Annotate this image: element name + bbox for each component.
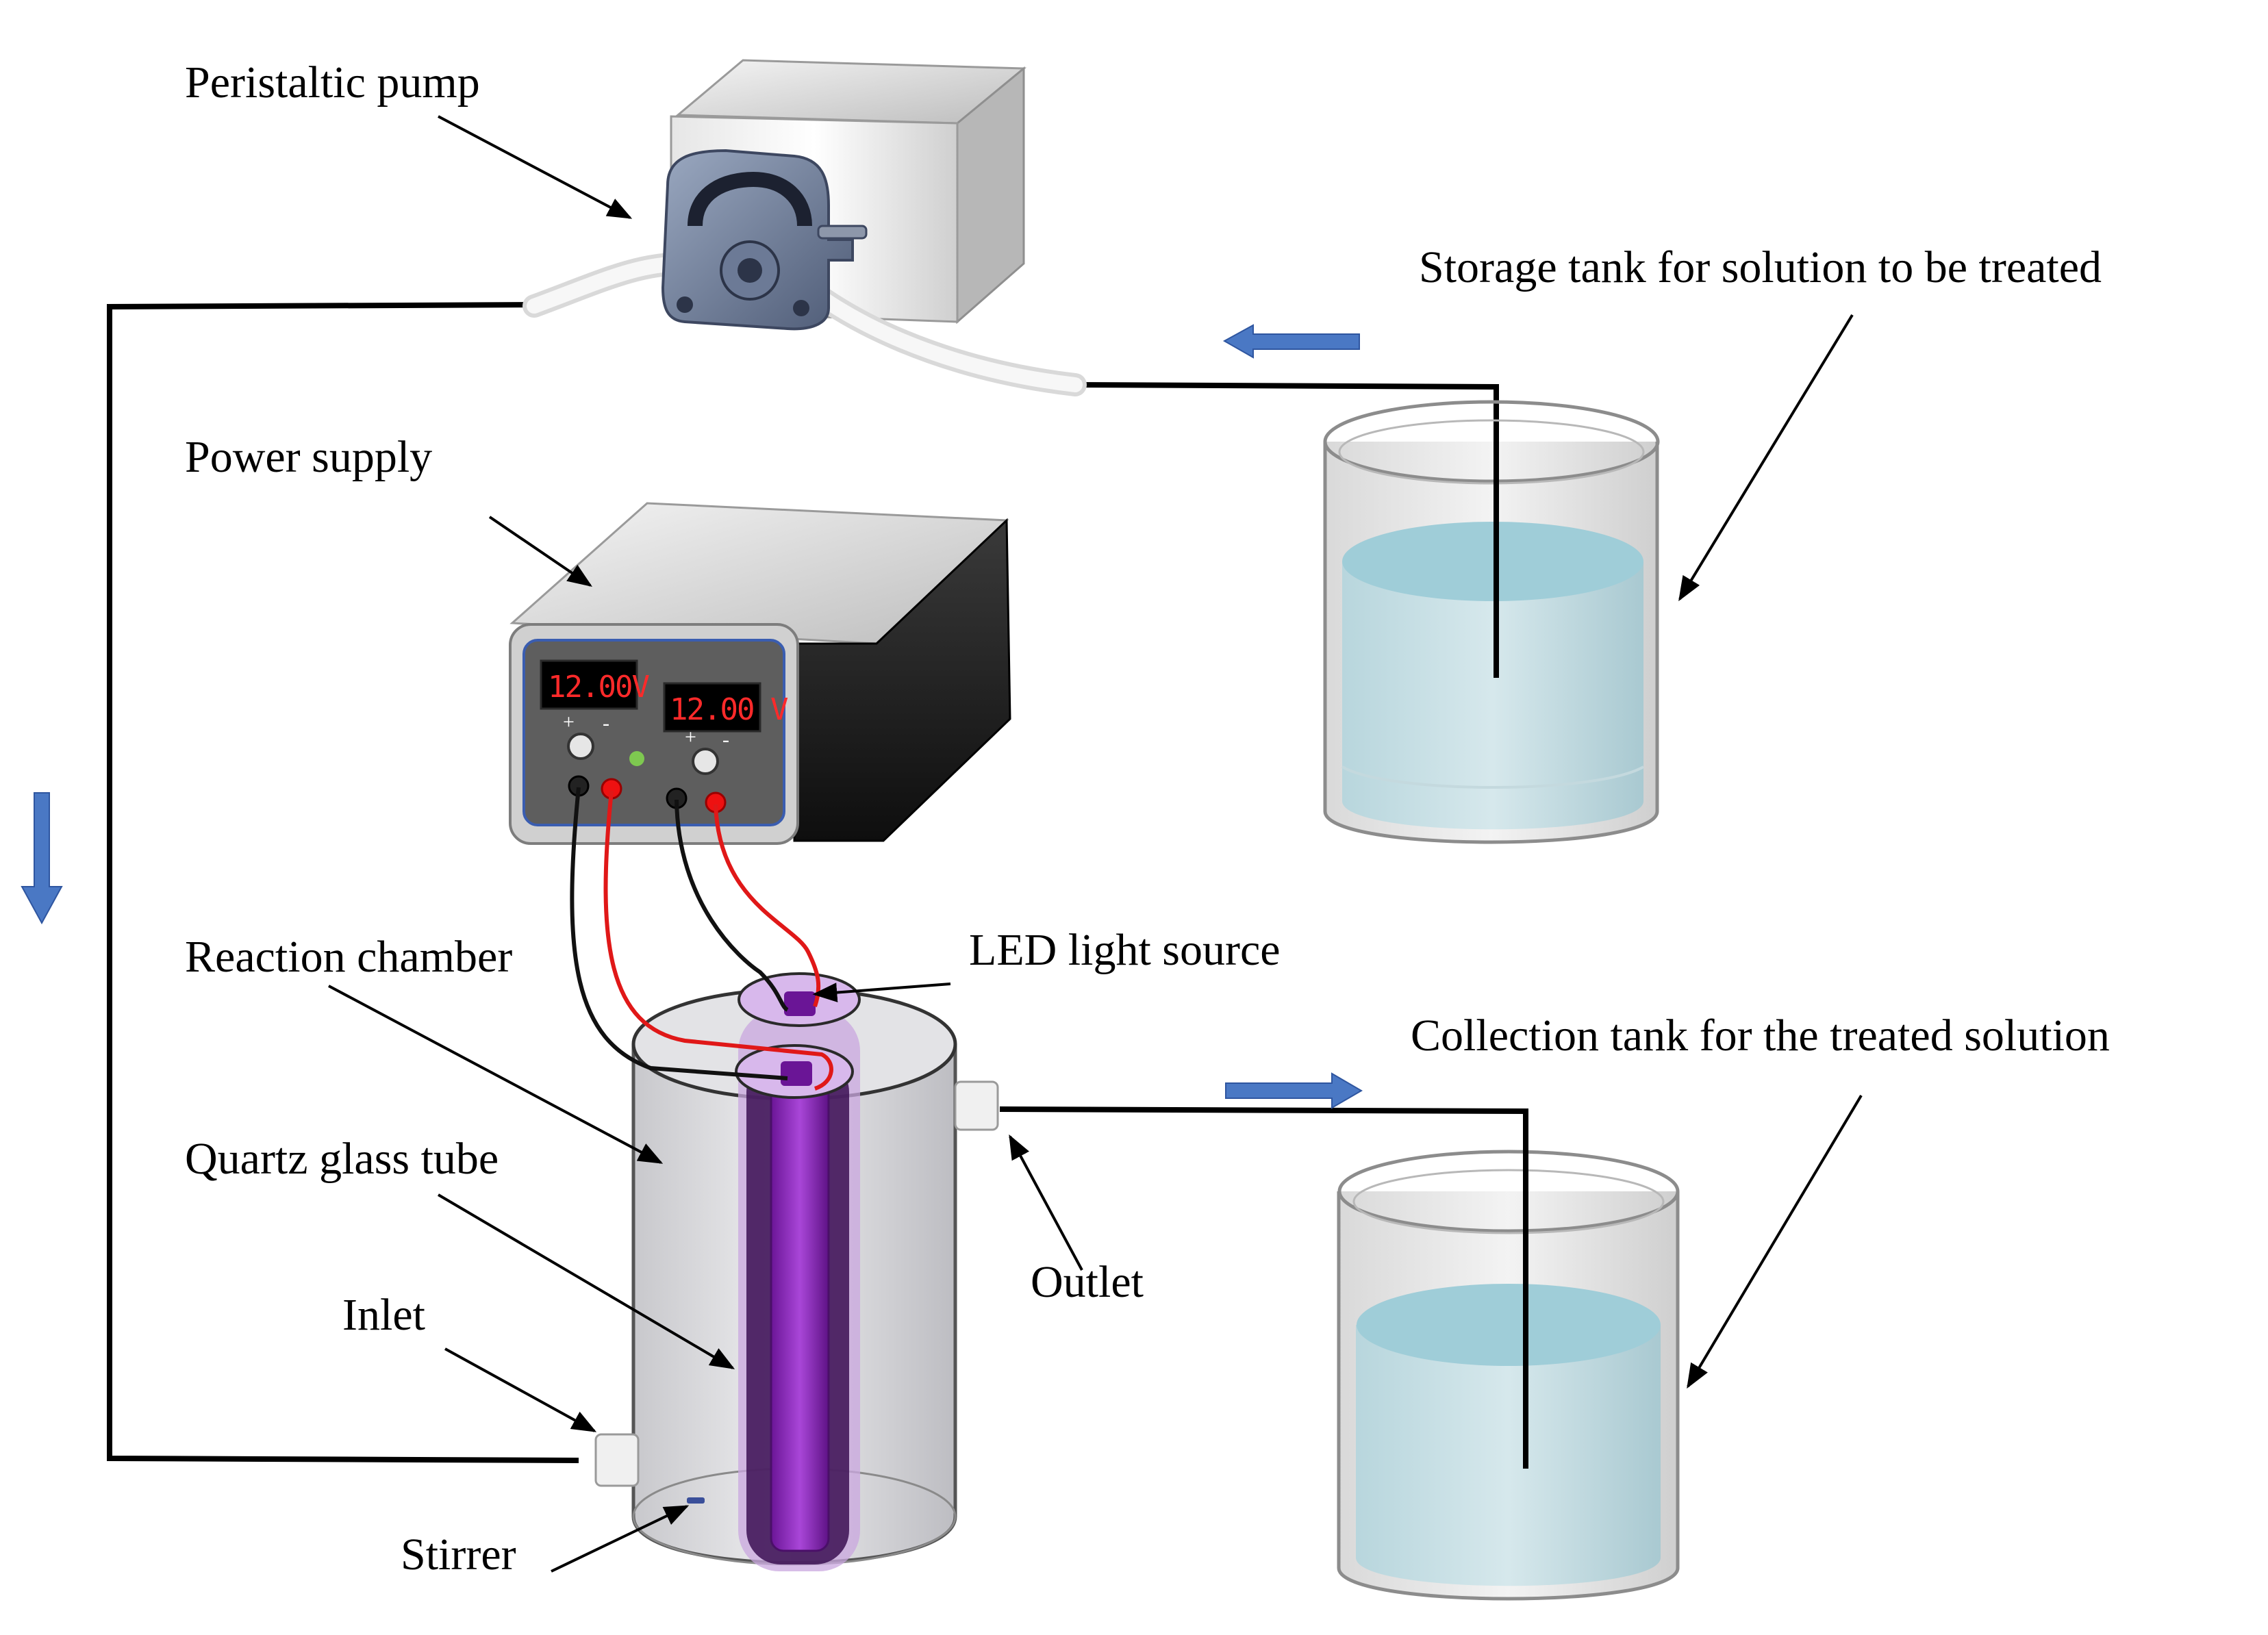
label-outlet: Outlet [1031, 1257, 1144, 1307]
display-left-readout: 12.00V [548, 670, 650, 705]
label-inlet: Inlet [342, 1290, 425, 1340]
arrow-right-icon [1225, 1072, 1363, 1109]
arrow-left-icon [1222, 324, 1360, 359]
label-led-light-source: LED light source [969, 925, 1281, 975]
label-storage-tank: Storage tank for solution to be treated [1419, 242, 2102, 292]
wires [570, 787, 833, 1091]
minus-sign-right: - [722, 728, 729, 751]
plus-sign-right: + [685, 726, 696, 748]
minus-sign-left: - [603, 712, 609, 735]
label-quartz-glass-tube: Quartz glass tube [185, 1134, 499, 1184]
power-supply [509, 502, 1011, 845]
label-peristaltic-pump: Peristaltic pump [185, 58, 480, 107]
label-reaction-chamber: Reaction chamber [185, 932, 513, 982]
collection-tank [1337, 1113, 1680, 1601]
leader-lines [328, 115, 1863, 1573]
arrow-down-icon [21, 792, 63, 925]
return-line-left [107, 302, 579, 1463]
display-right-readout: 12.00 V [670, 692, 788, 727]
reaction-chamber [594, 972, 999, 1571]
peristaltic-pump [522, 59, 1087, 396]
label-collection-tank: Collection tank for the treated solution [1411, 1011, 2110, 1061]
label-power-supply: Power supply [185, 432, 433, 482]
plus-sign-left: + [563, 711, 575, 733]
storage-tank [1323, 400, 1660, 844]
label-stirrer: Stirrer [401, 1530, 516, 1580]
